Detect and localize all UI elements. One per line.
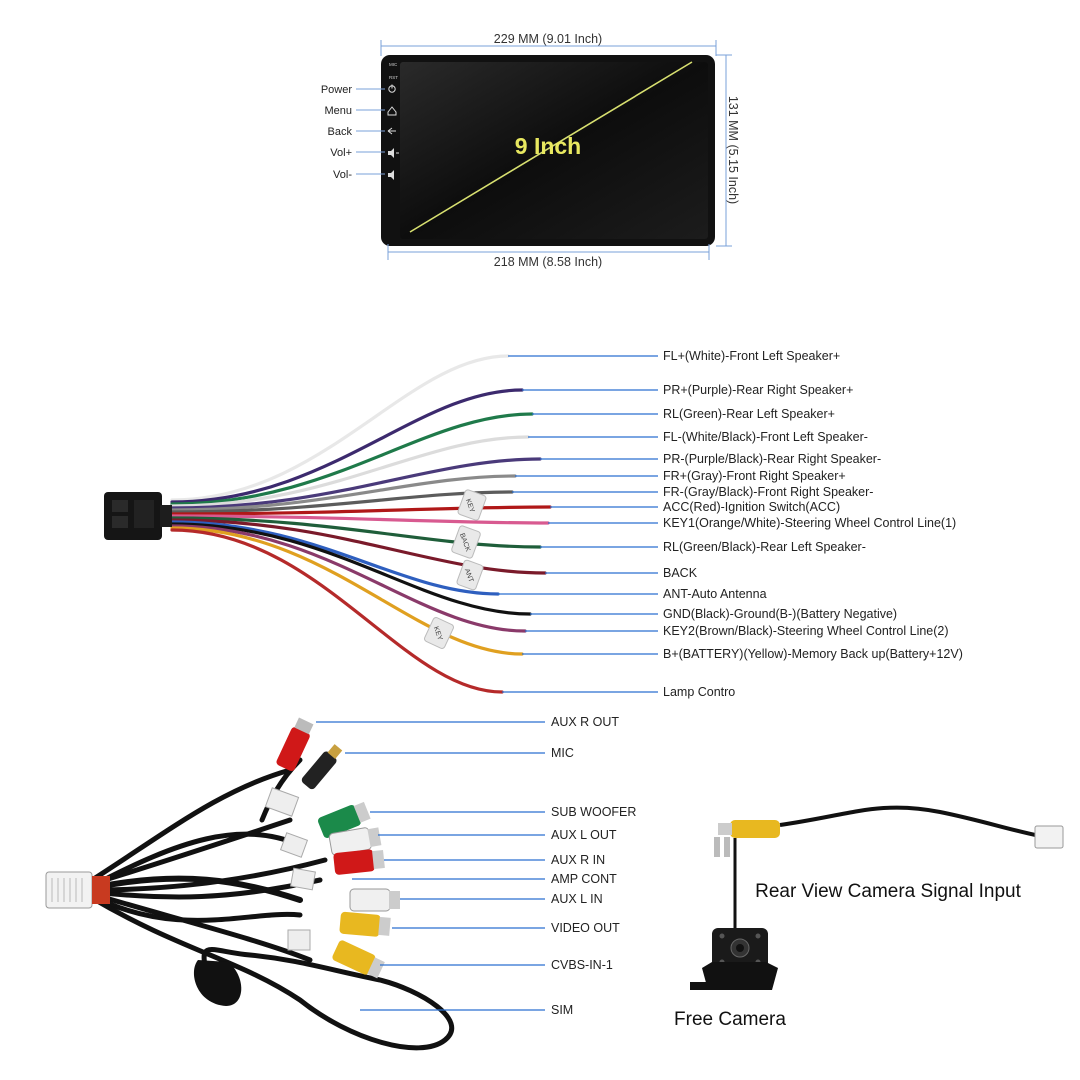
- rca-plug-cvbs-in: [332, 940, 385, 979]
- rca-harness-connector: [45, 871, 110, 909]
- vol-down-icon: [388, 170, 394, 180]
- harness-wire: [170, 522, 532, 616]
- camera-rca-plug: [714, 820, 780, 857]
- rca-labels: AUX R OUT MIC SUB WOOFER AUX L OUT AUX R IN A…: [316, 715, 636, 1017]
- rca-plug-aux-r-out: [276, 717, 314, 771]
- wire-label: FR-(Gray/Black)-Front Right Speaker-: [663, 485, 873, 499]
- rca-cable-bundle: [89, 757, 455, 1051]
- home-icon: [387, 106, 397, 116]
- back-button-label: Back: [328, 126, 353, 138]
- wire-tag: [451, 525, 481, 559]
- cable-tag: [279, 832, 309, 858]
- wire-label: ACC(Red)-Ignition Switch(ACC): [663, 500, 840, 514]
- rca-plug-sub-woofer: [317, 801, 371, 838]
- camera-signal-label: Rear View Camera Signal Input: [755, 881, 1022, 902]
- main-harness: KEY BACK ANT KEY FL+(White)-Front Left S…: [104, 349, 963, 699]
- rca-label: SIM: [551, 1003, 573, 1017]
- wire-label: B+(BATTERY)(Yellow)-Memory Back up(Batte…: [663, 647, 963, 661]
- screen-diagonal: [409, 61, 693, 233]
- harness-wire: [170, 354, 510, 502]
- wire-tag-label: ANT: [463, 568, 475, 584]
- vol-up-icon: [388, 148, 399, 158]
- rca-label: MIC: [551, 746, 574, 760]
- wire-label: PR+(Purple)-Rear Right Speaker+: [663, 383, 853, 397]
- screen-size-label: 9 Inch: [515, 133, 581, 159]
- harness-wire: [170, 524, 527, 633]
- wire-tag: [457, 489, 487, 521]
- rca-label: AUX L IN: [551, 892, 603, 906]
- head-unit-screen: 229 MM (9.01 Inch) 9 Inch MIC RST Power …: [321, 32, 740, 269]
- rca-label: SUB WOOFER: [551, 805, 636, 819]
- rca-harness: AUX R OUT MIC SUB WOOFER AUX L OUT AUX R IN A…: [45, 715, 636, 1051]
- camera-cable-connector: [1034, 825, 1064, 849]
- harness-wire: [170, 457, 542, 510]
- harness-wire: [170, 435, 530, 508]
- wire-tag: [456, 559, 484, 591]
- vol-down-button-label: Vol-: [333, 169, 352, 181]
- menu-button-label: Menu: [324, 105, 352, 117]
- wire-label: KEY1(Orange/White)-Steering Wheel Contro…: [663, 516, 956, 530]
- screen-display: [400, 62, 708, 239]
- side-dimension-label: 131 MM (5.15 Inch): [726, 96, 740, 204]
- harness-wire: [170, 514, 550, 525]
- rca-plug-video-out: [339, 911, 391, 937]
- wire-label: PR-(Purple/Black)-Rear Right Speaker-: [663, 452, 881, 466]
- harness-labels: FL+(White)-Front Left Speaker+ PR+(Purple…: [498, 349, 963, 699]
- bottom-dimension-label: 218 MM (8.58 Inch): [494, 255, 602, 269]
- vol-up-button-label: Vol+: [330, 147, 352, 159]
- harness-wires: [170, 354, 552, 694]
- iso-connector: [104, 492, 172, 540]
- wire-label: BACK: [663, 566, 698, 580]
- rca-plug-aux-l-out: [328, 827, 382, 856]
- sim-holder: [193, 960, 242, 1006]
- mic-corner-label: MIC: [389, 62, 398, 67]
- rca-label: CVBS-IN-1: [551, 958, 613, 972]
- wire-label: FL+(White)-Front Left Speaker+: [663, 349, 840, 363]
- wire-label: Lamp Contro: [663, 685, 735, 699]
- wire-tag-label: KEY: [432, 626, 443, 642]
- rear-camera: Rear View Camera Signal Input Free Camer…: [674, 805, 1064, 1030]
- wire-label: RL(Green)-Rear Left Speaker+: [663, 407, 835, 421]
- back-icon: [387, 127, 396, 135]
- cable-tag: [290, 867, 316, 891]
- wire-label: GND(Black)-Ground(B-)(Battery Negative): [663, 607, 897, 621]
- wire-label: ANT-Auto Antenna: [663, 587, 767, 601]
- rca-label: AUX L OUT: [551, 828, 617, 842]
- harness-wire: [170, 474, 517, 512]
- rca-plug-aux-l-in: [349, 888, 400, 912]
- cable-tag: [287, 929, 311, 951]
- rca-label: AUX R IN: [551, 853, 605, 867]
- harness-wire: [170, 505, 552, 516]
- harness-wire: [170, 526, 524, 656]
- mic-jack: [301, 744, 343, 790]
- cable-tag: [264, 787, 300, 817]
- harness-wire: [170, 412, 534, 506]
- wire-label: KEY2(Brown/Black)-Steering Wheel Control…: [663, 624, 949, 638]
- wire-tag-label: KEY: [464, 498, 475, 514]
- camera-body: [690, 928, 778, 990]
- rst-corner-label: RST: [389, 75, 398, 80]
- wire-tags: KEY BACK ANT KEY: [424, 489, 487, 649]
- rca-plug-aux-r-in: [333, 849, 385, 875]
- wire-tag: [424, 617, 454, 649]
- power-icon: [388, 84, 396, 93]
- harness-wire: [170, 388, 524, 504]
- harness-wire: [170, 528, 504, 694]
- rca-label: AUX R OUT: [551, 715, 619, 729]
- wire-label: RL(Green/Black)-Rear Left Speaker-: [663, 540, 866, 554]
- wire-label: FR+(Gray)-Front Right Speaker+: [663, 469, 846, 483]
- wire-label: FL-(White/Black)-Front Left Speaker-: [663, 430, 868, 444]
- rca-label: VIDEO OUT: [551, 921, 620, 935]
- camera-label: Free Camera: [674, 1009, 786, 1030]
- rca-label: AMP CONT: [551, 872, 617, 886]
- harness-wire: [170, 520, 500, 596]
- camera-cable: [779, 805, 1041, 838]
- harness-wire: [170, 518, 547, 575]
- harness-wire: [170, 516, 542, 549]
- power-button-label: Power: [321, 84, 353, 96]
- top-dimension-label: 229 MM (9.01 Inch): [494, 32, 602, 46]
